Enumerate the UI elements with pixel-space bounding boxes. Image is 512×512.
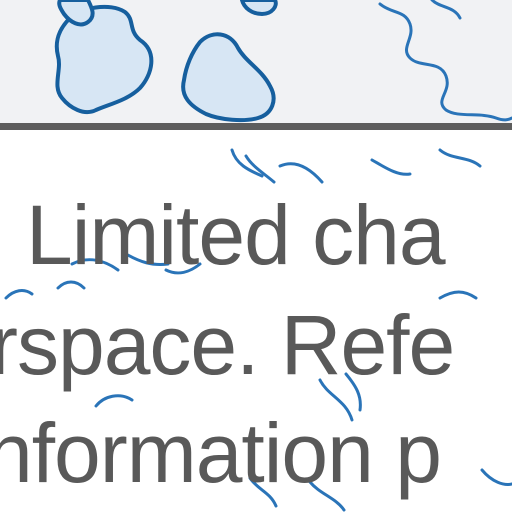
lake-north xyxy=(57,0,95,27)
contour-b xyxy=(244,154,276,184)
map-upper-panel xyxy=(0,0,512,128)
contour-o xyxy=(248,476,278,508)
map-note: Limited cha rspace. Refe nformation p xyxy=(0,165,512,512)
lake-west xyxy=(54,4,154,115)
contour-f xyxy=(70,258,120,272)
note-line-2: rspace. Refe xyxy=(0,298,455,392)
contour-n xyxy=(344,372,362,412)
contour-k xyxy=(438,290,478,300)
contour-p xyxy=(308,480,346,512)
contour-east xyxy=(378,2,512,122)
lake-center xyxy=(181,32,276,123)
contour-east-2 xyxy=(430,0,462,20)
contour-e xyxy=(438,148,482,168)
map-divider xyxy=(0,123,512,130)
contour-a xyxy=(230,148,264,178)
contour-c xyxy=(278,162,324,184)
map-lower-panel xyxy=(0,130,512,512)
contour-g xyxy=(124,252,170,266)
contour-j xyxy=(56,280,86,290)
note-line-3: nformation p xyxy=(0,406,442,500)
note-line-1: Limited cha xyxy=(26,188,446,282)
lower-terrain xyxy=(4,148,512,512)
upper-terrain xyxy=(54,0,512,123)
contour-i xyxy=(4,289,34,300)
contour-h xyxy=(164,262,202,275)
lake-top-center xyxy=(240,0,278,16)
contour-m xyxy=(318,378,354,422)
contour-q xyxy=(480,468,512,486)
contour-l xyxy=(94,394,134,408)
contour-d xyxy=(370,158,412,176)
